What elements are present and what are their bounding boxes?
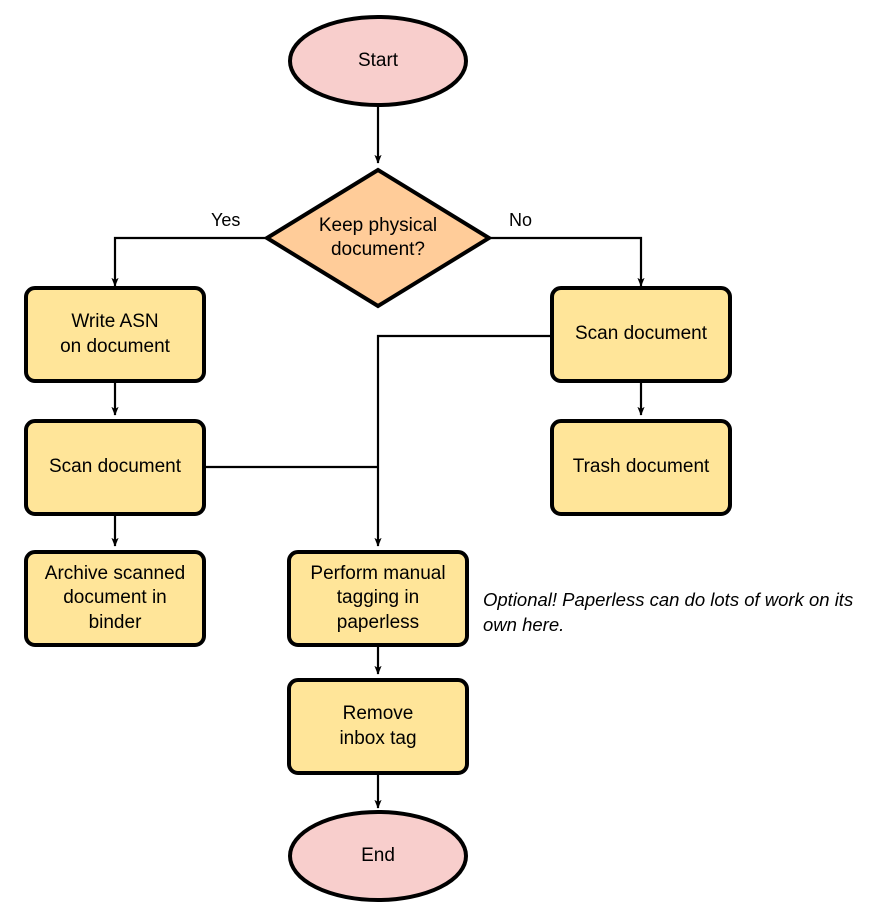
edge-label-yes: Yes <box>211 210 241 230</box>
node-scan-left-shape[interactable] <box>24 419 206 516</box>
edge-scan-right-to-tagging <box>374 334 552 547</box>
edge-decision-yes-to-write-asn <box>111 236 266 287</box>
node-write-asn-shape[interactable] <box>24 286 206 383</box>
node-end-shape[interactable] <box>288 810 468 902</box>
node-archive-shape[interactable] <box>24 550 206 647</box>
connector-layer <box>111 106 645 809</box>
node-start-shape[interactable] <box>288 15 468 107</box>
optional-note: Optional! Paperless can do lots of work … <box>483 589 854 635</box>
node-remove-tag-shape[interactable] <box>287 678 469 775</box>
node-decision-shape[interactable] <box>263 167 493 309</box>
node-tagging-shape[interactable] <box>287 550 469 647</box>
node-trash-shape[interactable] <box>550 419 732 516</box>
edge-decision-no-to-scan-right <box>489 236 645 287</box>
node-scan-right-shape[interactable] <box>550 286 732 383</box>
edge-label-no: No <box>509 210 533 230</box>
